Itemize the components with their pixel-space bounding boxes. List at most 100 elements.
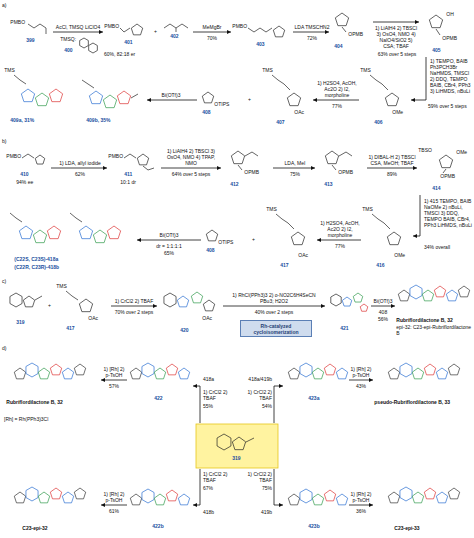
reagent-label: Bi(OTf)3 [140, 232, 198, 238]
bond-line [370, 75, 388, 90]
bond-line [245, 152, 258, 156]
compound-number: 421 [340, 326, 349, 332]
reaction-arrow [293, 32, 329, 33]
compound: 405 OH OPMB [420, 8, 472, 56]
bond-line [436, 29, 440, 35]
atom-label: 94% ee [16, 180, 34, 186]
yield-note: 72% [294, 35, 330, 41]
bond-line [143, 166, 154, 170]
compound: Rubriflordilactone B, 32epi-32: C23-epi-… [396, 282, 474, 346]
yield-note: 418a [203, 376, 214, 382]
compound: pseudo-Rubriflordilactone B, 33 [374, 350, 472, 412]
ring [231, 151, 244, 164]
compound-number: 406 [374, 120, 383, 126]
ring [448, 488, 459, 499]
reaction-arrow [373, 22, 419, 23]
atom-label: TMS [360, 68, 371, 74]
yield-note: 62% [52, 171, 108, 177]
compound-number: Rubriflordilactone B, 32 [6, 400, 63, 406]
compound-number: 405 [432, 48, 441, 54]
reaction-arrow [193, 469, 200, 505]
yield-note: 75% [238, 485, 272, 491]
reagent-label: 1) LiAlH4 2) TBSCl 3) OsO4, NMO 4) NaIO4… [374, 25, 418, 49]
reaction-arrow [274, 469, 283, 505]
ring [387, 232, 400, 245]
reaction-arrow [317, 240, 361, 241]
reagent-label: 1) CrCl2 2) TBAF [203, 471, 235, 483]
yield-note: 419b [238, 509, 272, 515]
ring [336, 494, 347, 505]
ring [131, 24, 142, 35]
atom-label: (C22R, C23R)-418b [14, 265, 59, 271]
ring [47, 226, 60, 239]
ring [422, 290, 433, 301]
atom-label: OPMB [442, 36, 457, 42]
compound: 416TMSOMe [362, 205, 412, 271]
atom-label: OH [446, 12, 454, 18]
bond-line [238, 165, 242, 170]
atom-label: OPMB [348, 32, 363, 38]
yield-note: 40% over 2 steps [226, 309, 322, 315]
ring [232, 437, 245, 450]
ring [325, 151, 338, 164]
ring [312, 494, 323, 505]
reaction-arrow [137, 240, 201, 241]
compound-number: 408 [202, 110, 211, 116]
compound: 406TMSOMe [360, 66, 410, 128]
ring [398, 290, 409, 301]
reaction-arrow [51, 168, 107, 169]
yield-note: + [252, 236, 255, 242]
compound-number: 402 [170, 34, 179, 40]
compound: 413OPMB [316, 146, 366, 190]
reagent-label: 1) CrCl2 2) TBAF [238, 471, 272, 483]
bond-line [443, 169, 446, 173]
compound: 421 [326, 282, 370, 334]
bond-line [120, 28, 130, 32]
compound-number: 408 [206, 248, 215, 254]
atom-label: OPMB [244, 170, 259, 176]
yield-note: dr = 1:1:1:1 [140, 243, 198, 249]
reaction-arrow [101, 380, 127, 381]
ring [342, 297, 352, 306]
reagent-label: AcCl, TMSQ LiClO4 [54, 24, 102, 30]
bond-line [10, 213, 22, 222]
bond-line [339, 152, 352, 156]
reaction-arrow [371, 306, 395, 307]
reaction-arrow [273, 168, 315, 169]
yield-note: + [48, 302, 51, 308]
compound: 417TMSOAc [56, 282, 110, 334]
yield-note: 418a/419b [238, 376, 272, 382]
atom-label: OAc [202, 316, 212, 322]
ring [79, 226, 92, 239]
ring [336, 368, 347, 379]
ring [79, 299, 92, 312]
compound: 417TMSOAc [266, 205, 316, 271]
yield-note: + [248, 96, 251, 102]
yield-note: 77% [314, 103, 360, 109]
ring [23, 296, 34, 307]
reaction-arrow [223, 306, 325, 307]
compound-number: 413 [324, 182, 333, 188]
yield-note: 63% over 5 steps [374, 51, 420, 57]
bond-line [176, 28, 177, 32]
compound-number: 410 [20, 172, 29, 178]
compound-number: 420 [180, 328, 189, 334]
compound: Rubriflordilactone B, 32 [2, 350, 100, 412]
reagent-label: 1) DIBAL-H 2) TBSCl CSA, MeOH; TBAF [368, 154, 416, 166]
ring [410, 285, 422, 299]
reagent-label: 1) [Rh] 2) p-TsOH [349, 491, 373, 503]
reagent-label: Bi(OTf)3 [148, 92, 194, 98]
compound-number: 319 [232, 456, 241, 462]
bond-line [46, 28, 47, 34]
yield-note: 64% over 5 steps [162, 171, 220, 177]
reagent-label: 1) LDA, allyl iodide [52, 160, 108, 166]
atom-label: OAc [298, 253, 308, 259]
compound: 319 [196, 424, 278, 468]
bond-line [82, 80, 94, 88]
compound: 402 [162, 16, 192, 42]
reagent-label: 1) [Rh] 2) p-TsOH [101, 491, 127, 503]
compound: 420 OAc [158, 282, 222, 336]
ring [166, 490, 177, 501]
bond-line [22, 154, 34, 158]
atom-label: TMSQ: [60, 37, 76, 43]
